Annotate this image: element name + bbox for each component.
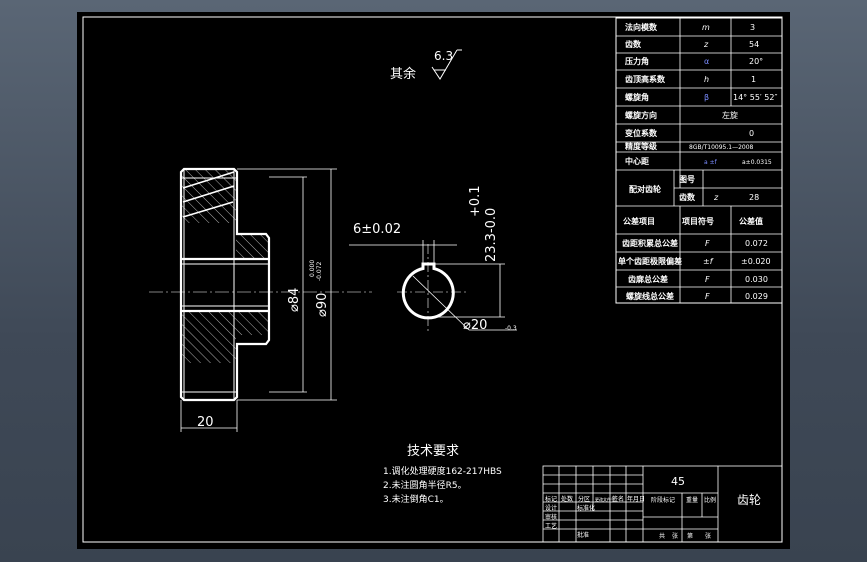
- tolerance-header-value: 公差值: [739, 216, 763, 226]
- param-name-6: 变位系数: [625, 128, 658, 138]
- param-name-1: 齿数: [625, 39, 642, 49]
- bore-diameter-dimension: ⌀84: [269, 176, 307, 393]
- tb-label-total: 共: [659, 532, 665, 540]
- param-name-7: 精度等级: [625, 141, 658, 151]
- technical-requirements: 技术要求 1.调化处理硬度162-217HBS 2.未注圆角半径R5。 3.未注…: [383, 444, 502, 505]
- gear-section-view: [149, 167, 372, 402]
- tb-label-date: 年月日: [627, 495, 645, 503]
- drawing-border: [82, 16, 783, 543]
- tolerance-symbol-1: ±f: [703, 257, 714, 266]
- tb-label-scale: 比例: [704, 496, 716, 504]
- material-value: 45: [671, 475, 685, 488]
- paired-teeth-symbol: z: [713, 193, 719, 202]
- face-width-dimension: 20: [180, 400, 238, 432]
- tolerance-value-3: 0.029: [745, 292, 768, 301]
- param-name-2: 压力角: [625, 56, 649, 66]
- param-name-5: 螺旋方向: [625, 110, 657, 120]
- param-symbol-0: m: [702, 23, 710, 32]
- param-value-1: 54: [749, 40, 759, 49]
- tolerance-symbol-0: F: [705, 239, 710, 248]
- tb-label-change-doc: 更改文件号: [595, 496, 615, 502]
- tech-req-item-3: 3.未注倒角C1。: [383, 493, 449, 505]
- drawing-sheet: 其余 6.3 20 ⌀84: [77, 12, 790, 549]
- param-value-8: a±0.0315: [742, 159, 772, 166]
- tb-label-design: 设计: [545, 504, 557, 512]
- roughness-symbol: [431, 49, 458, 80]
- tech-req-item-1: 1.调化处理硬度162-217HBS: [383, 465, 502, 477]
- tolerance-name-0: 齿距积累总公差: [622, 238, 678, 248]
- param-value-5: 左旋: [722, 110, 738, 120]
- tolerance-value-0: 0.072: [745, 239, 768, 248]
- keyway-depth-tol: +0.1: [468, 185, 483, 217]
- tolerance-header-code: 项目符号: [682, 216, 714, 226]
- tip-tol-upper: 0.000: [309, 260, 316, 277]
- title-block: [542, 465, 783, 543]
- tip-diameter-dimension: ⌀90 0.000 -0.072: [237, 168, 337, 401]
- gear-parameter-table: 法向模数 m 3 齿数 z 54 压力角 α 20° 齿顶高系数 h 1 螺旋角…: [615, 17, 783, 304]
- param-symbol-8: a ±f: [704, 159, 718, 166]
- keyway-depth-value: 23.3-0.0: [484, 208, 499, 262]
- param-value-3: 1: [751, 75, 756, 84]
- roughness-default-label: 其余: [390, 66, 416, 82]
- param-name-8: 中心距: [625, 156, 649, 166]
- param-symbol-2: α: [704, 57, 709, 66]
- tb-label-stage: 阶段标记: [651, 496, 675, 504]
- param-name-3: 齿顶高系数: [625, 74, 666, 84]
- paired-teeth-label: 齿数: [679, 192, 696, 202]
- roughness-value: 6.3: [434, 49, 453, 63]
- hub-end-view: 6±0.02 23.3-0.0 +0.1 ⌀20 -0.3: [349, 185, 517, 333]
- tb-label-count: 处数: [561, 495, 573, 503]
- tb-label-sheet-no: 第: [687, 532, 693, 540]
- tech-req-item-2: 2.未注圆角半径R5。: [383, 479, 467, 491]
- paired-drawing-no-label: 图号: [679, 175, 695, 184]
- face-width-value: 20: [197, 415, 214, 430]
- tolerance-name-2: 齿廓总公差: [628, 274, 668, 284]
- tb-label-standard: 标准化: [577, 504, 595, 512]
- tip-tol-lower: -0.072: [316, 261, 323, 281]
- paired-teeth-value: 28: [749, 193, 759, 202]
- tip-diameter-value: ⌀90: [315, 293, 330, 317]
- tolerance-symbol-3: F: [705, 292, 710, 301]
- tb-label-sheets-b: 张: [705, 532, 711, 540]
- bore-diameter-value: ⌀84: [287, 288, 302, 312]
- tb-label-approve: 批准: [577, 531, 589, 539]
- gear-drawing: 其余 6.3 20 ⌀84: [82, 16, 783, 543]
- keyway-width-value: 6±0.02: [353, 222, 401, 237]
- tolerance-header-item: 公差项目: [623, 216, 655, 226]
- tolerance-value-2: 0.030: [745, 275, 768, 284]
- shaft-hole-tol: -0.3: [505, 325, 517, 332]
- title-block-labels: 45 齿轮 标记 处数 分区 更改文件号 签名 年月日 设计 标准化 审核 工艺…: [545, 475, 761, 540]
- param-name-0: 法向模数: [625, 22, 658, 32]
- tb-label-review: 审核: [545, 513, 557, 521]
- tolerance-name-1: 单个齿距极限偏差: [618, 256, 682, 266]
- tb-label-zone: 分区: [578, 495, 590, 503]
- param-value-0: 3: [750, 23, 755, 32]
- tb-label-process: 工艺: [545, 522, 557, 530]
- tb-label-signature: 签名: [612, 495, 624, 503]
- param-value-7: 8GB/T10095.1—2008: [689, 144, 754, 151]
- shaft-hole-value: ⌀20: [463, 318, 487, 333]
- tech-req-title: 技术要求: [407, 444, 459, 459]
- tb-label-mark: 标记: [545, 495, 557, 503]
- tolerance-name-3: 螺旋线总公差: [626, 291, 674, 301]
- paired-gear-label: 配对齿轮: [629, 184, 661, 194]
- param-value-2: 20°: [749, 57, 763, 66]
- gear-outline: [179, 167, 271, 402]
- tb-label-sheets-a: 张: [672, 532, 678, 540]
- param-value-4: 14° 55′ 52″: [733, 93, 777, 102]
- part-name-value: 齿轮: [737, 493, 761, 507]
- tb-label-weight: 重量: [686, 496, 698, 504]
- tolerance-value-1: ±0.020: [741, 257, 771, 266]
- surface-roughness-note: 其余 6.3: [390, 49, 462, 82]
- param-symbol-4: β: [704, 93, 709, 102]
- param-symbol-1: z: [703, 40, 709, 49]
- tolerance-symbol-2: F: [705, 275, 710, 284]
- param-value-6: 0: [749, 129, 754, 138]
- param-symbol-3: h: [704, 75, 709, 84]
- param-name-4: 螺旋角: [625, 92, 649, 102]
